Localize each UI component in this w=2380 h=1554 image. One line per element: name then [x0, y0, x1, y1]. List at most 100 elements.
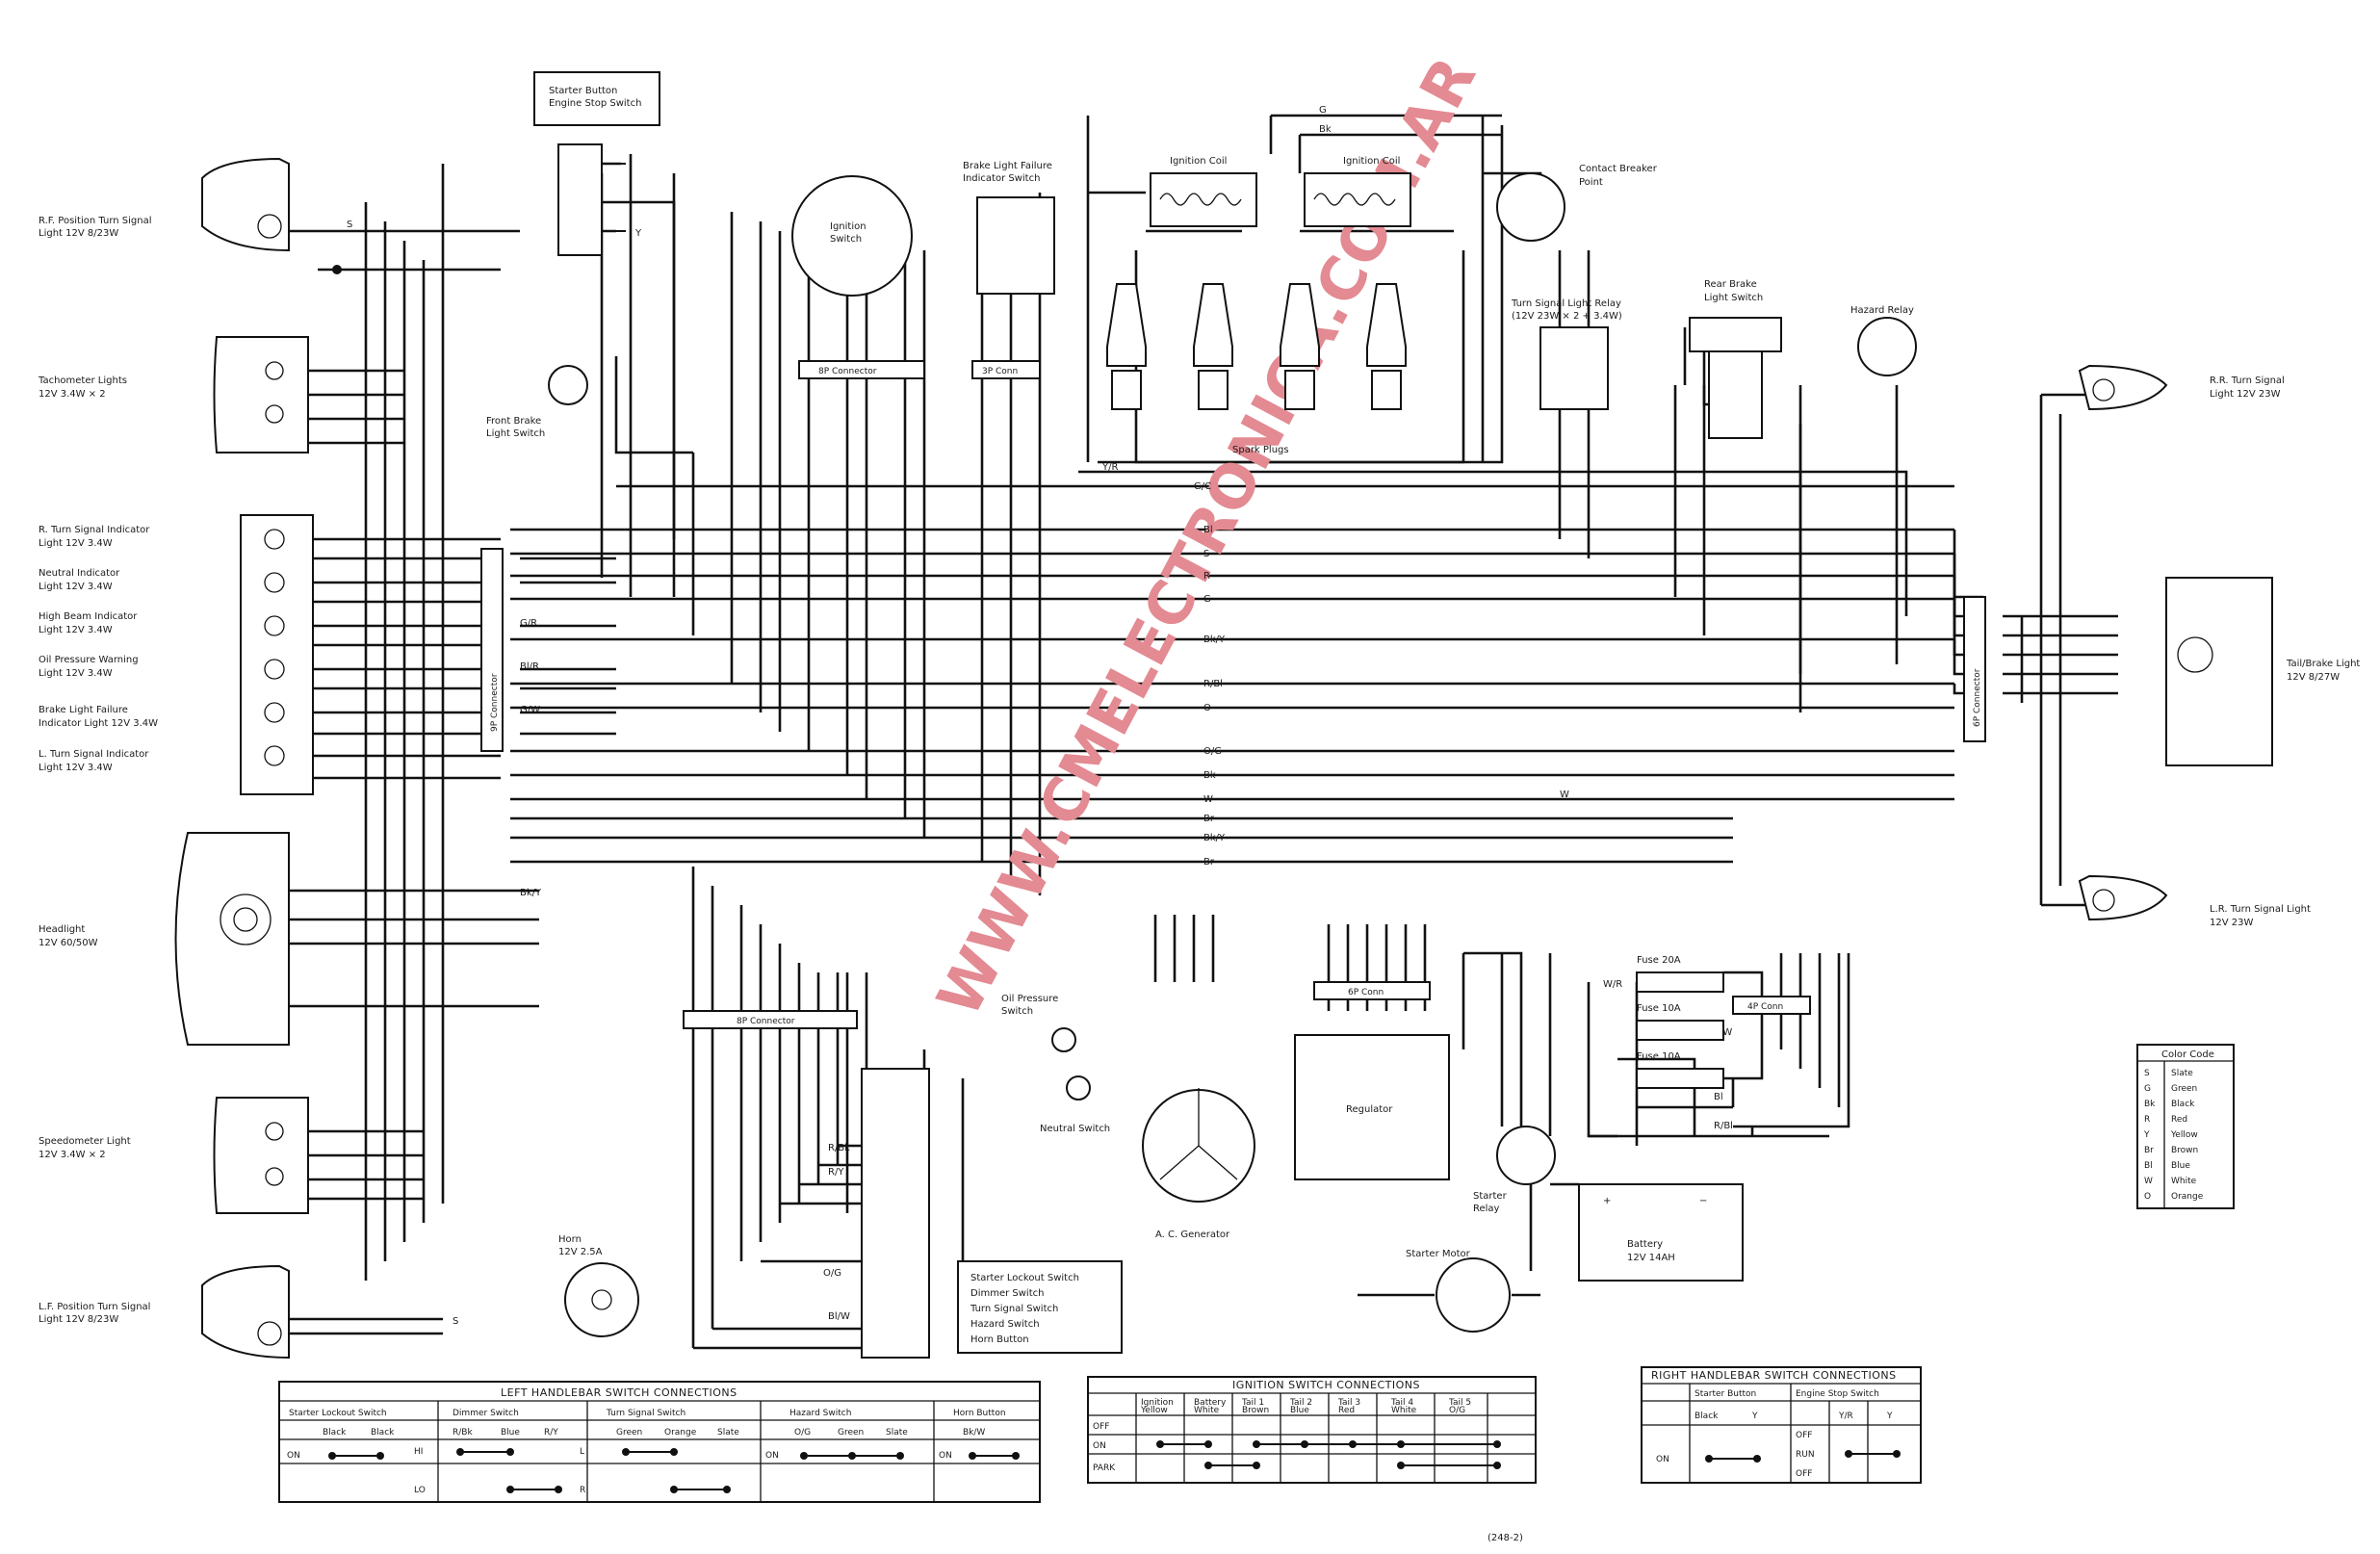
svg-text:Tachometer Lights: Tachometer Lights — [38, 376, 127, 386]
svg-text:(12V 23W × 2 + 3.4W): (12V 23W × 2 + 3.4W) — [1512, 311, 1622, 322]
svg-text:Color Code: Color Code — [2161, 1049, 2214, 1060]
svg-text:Starter Button: Starter Button — [1694, 1389, 1756, 1399]
svg-text:R/Y: R/Y — [544, 1428, 558, 1437]
svg-text:O/G: O/G — [823, 1268, 841, 1279]
svg-text:G: G — [1203, 594, 1211, 605]
lr-turn-signal: L.R. Turn Signal Light 12V 23W — [2078, 874, 2311, 928]
svg-text:Turn Signal Switch: Turn Signal Switch — [970, 1304, 1058, 1314]
connector-6p-right: 6P Connector — [1963, 596, 1986, 742]
svg-text:IGNITION SWITCH CONNECTIONS: IGNITION SWITCH CONNECTIONS — [1232, 1379, 1420, 1391]
svg-text:Regulator: Regulator — [1346, 1104, 1393, 1115]
svg-text:Tail 1: Tail 1 — [1241, 1398, 1264, 1408]
svg-text:Bl/R: Bl/R — [520, 661, 539, 672]
svg-text:Point: Point — [1579, 177, 1603, 188]
svg-text:Headlight: Headlight — [39, 924, 85, 935]
svg-text:Fuse 10A: Fuse 10A — [1637, 1003, 1681, 1014]
svg-text:O/G: O/G — [1203, 746, 1222, 757]
battery: + − Battery 12V 14AH — [1578, 1183, 1744, 1282]
svg-text:Brown: Brown — [1242, 1406, 1269, 1415]
svg-text:LO: LO — [414, 1486, 426, 1495]
svg-text:6P Connector: 6P Connector — [1973, 668, 1982, 727]
svg-text:Turn Signal Light Relay: Turn Signal Light Relay — [1511, 298, 1621, 309]
oil-pressure-switch: Oil Pressure Switch — [1001, 994, 1076, 1052]
svg-text:Dimmer Switch: Dimmer Switch — [453, 1409, 519, 1418]
speedometer-lights: Speedometer Light 12V 3.4W × 2 — [39, 1097, 309, 1214]
svg-text:Y: Y — [2143, 1130, 2150, 1140]
svg-text:Orange: Orange — [2171, 1192, 2204, 1202]
svg-text:ON: ON — [287, 1451, 300, 1461]
svg-text:OFF: OFF — [1796, 1469, 1812, 1479]
svg-text:Y/R: Y/R — [1101, 462, 1118, 473]
color-code-table: Color Code S Slate G Green Bk Black R Re… — [2136, 1044, 2235, 1209]
tail-brake-light: Tail/Brake Light 12V 8/27W — [2165, 577, 2360, 766]
svg-text:White: White — [1391, 1406, 1417, 1415]
svg-text:Tail 2: Tail 2 — [1289, 1398, 1312, 1408]
svg-text:Bk: Bk — [2144, 1100, 2156, 1109]
ignition-table: IGNITION SWITCH CONNECTIONS Ignition Bat… — [1087, 1376, 1537, 1484]
contact-breaker-point: Contact Breaker Point — [1496, 164, 1658, 242]
svg-text:Fuse 20A: Fuse 20A — [1637, 955, 1681, 966]
svg-text:ON: ON — [939, 1451, 952, 1461]
svg-text:Battery: Battery — [1194, 1398, 1227, 1408]
turn-signal-relay: Turn Signal Light Relay (12V 23W × 2 + 3… — [1511, 298, 1622, 410]
svg-text:4P Conn: 4P Conn — [1747, 1002, 1783, 1012]
svg-text:Bk: Bk — [1203, 770, 1216, 781]
left-handlebar-switch-block: Starter Lockout Switch Dimmer Switch Tur… — [861, 1068, 1123, 1359]
svg-text:Y/R: Y/R — [1838, 1412, 1853, 1421]
svg-text:Y: Y — [634, 228, 642, 239]
svg-text:Light 12V 3.4W: Light 12V 3.4W — [39, 668, 113, 679]
svg-text:R. Turn Signal Indicator: R. Turn Signal Indicator — [39, 525, 150, 535]
ac-generator: A. C. Generator — [1142, 1088, 1255, 1240]
svg-text:Bl: Bl — [2144, 1161, 2153, 1171]
svg-text:Ignition Coil: Ignition Coil — [1343, 156, 1400, 167]
svg-text:Fuse 10A: Fuse 10A — [1637, 1051, 1681, 1062]
svg-text:Brake Light Failure: Brake Light Failure — [963, 161, 1052, 171]
svg-text:G/W: G/W — [520, 705, 540, 715]
svg-text:PARK: PARK — [1093, 1463, 1116, 1473]
tachometer-lights: Tachometer Lights 12V 3.4W × 2 — [38, 336, 309, 453]
svg-text:Front Brake: Front Brake — [486, 416, 541, 427]
svg-text:Br: Br — [1203, 857, 1215, 868]
svg-text:12V 14AH: 12V 14AH — [1627, 1253, 1675, 1263]
footer-code: (248-2) — [1488, 1533, 1523, 1543]
right-handlebar-table: RIGHT HANDLEBAR SWITCH CONNECTIONS Start… — [1641, 1366, 1922, 1484]
svg-text:Black: Black — [1694, 1412, 1719, 1421]
svg-text:White: White — [2171, 1177, 2197, 1186]
svg-text:Light Switch: Light Switch — [1704, 293, 1763, 303]
regulator: Regulator — [1294, 1034, 1450, 1180]
svg-text:Tail/Brake Light: Tail/Brake Light — [2286, 659, 2360, 669]
svg-text:Hazard Relay: Hazard Relay — [1850, 305, 1914, 316]
svg-text:HI: HI — [414, 1447, 423, 1457]
connector-3p: 3P Conn — [971, 360, 1041, 379]
svg-text:O: O — [2144, 1192, 2151, 1202]
svg-text:R.F. Position Turn Signal: R.F. Position Turn Signal — [39, 216, 152, 226]
svg-text:L. Turn Signal Indicator: L. Turn Signal Indicator — [39, 749, 149, 760]
svg-text:Brake Light Failure: Brake Light Failure — [39, 705, 128, 715]
svg-text:Black: Black — [2171, 1100, 2195, 1109]
ignition-coil-left: Ignition Coil — [1150, 156, 1257, 227]
svg-text:High Beam Indicator: High Beam Indicator — [39, 611, 138, 622]
svg-text:Green: Green — [838, 1428, 864, 1437]
svg-text:RIGHT HANDLEBAR SWITCH CONNECT: RIGHT HANDLEBAR SWITCH CONNECTIONS — [1651, 1369, 1897, 1382]
svg-text:Tail 5: Tail 5 — [1448, 1398, 1471, 1408]
svg-text:W: W — [1560, 790, 1569, 800]
hazard-relay: Hazard Relay — [1850, 305, 1917, 376]
connector-8p-top: 8P Connector — [798, 360, 925, 379]
svg-text:Ignition: Ignition — [830, 221, 867, 232]
svg-text:Brown: Brown — [2171, 1146, 2198, 1155]
svg-text:Oil Pressure: Oil Pressure — [1001, 994, 1058, 1004]
svg-text:Green: Green — [2171, 1084, 2197, 1094]
svg-text:8P Connector: 8P Connector — [737, 1017, 795, 1026]
svg-text:Light 12V 8/23W: Light 12V 8/23W — [39, 228, 118, 239]
rear-brake-switch: Rear Brake Light Switch — [1689, 279, 1782, 439]
svg-text:R/Bl: R/Bl — [1714, 1121, 1733, 1131]
svg-text:R: R — [1203, 571, 1210, 582]
svg-text:Blue: Blue — [1290, 1406, 1309, 1415]
svg-text:W: W — [2144, 1177, 2153, 1186]
svg-text:Starter: Starter — [1473, 1191, 1508, 1202]
headlight: Headlight 12V 60/50W — [39, 832, 290, 1046]
ignition-switch: Ignition Switch — [791, 175, 913, 297]
svg-text:Light 12V 8/23W: Light 12V 8/23W — [39, 1314, 118, 1325]
svg-text:Starter Button: Starter Button — [549, 86, 617, 96]
connector-8p-bottom: 8P Connector — [683, 1010, 858, 1029]
